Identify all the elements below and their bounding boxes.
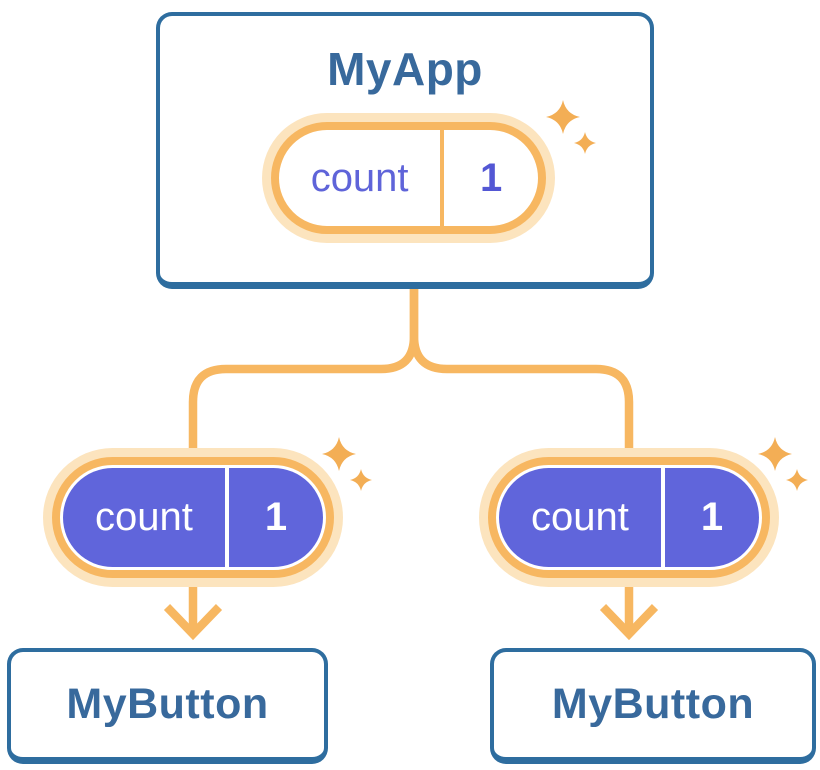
branch-line-left [188, 280, 419, 470]
arrow-down-icon [599, 604, 659, 641]
branch-line-right [409, 280, 634, 470]
pill-divider [224, 468, 229, 567]
component-title: MyButton [551, 680, 755, 728]
state-name: count [531, 495, 629, 539]
arrow-down-icon [163, 604, 223, 641]
component-card-mybutton-right: MyButton [490, 648, 816, 764]
state-value: 1 [480, 155, 503, 200]
state-pill-root: count 1 [262, 100, 596, 243]
state-name: count [310, 155, 409, 200]
state-pill-left: count 1 [43, 437, 372, 587]
state-name: count [95, 495, 193, 539]
pill-divider [660, 468, 665, 567]
component-card-mybutton-left: MyButton [7, 648, 328, 764]
component-title: MyButton [66, 680, 269, 728]
pill-divider [440, 130, 445, 226]
state-value: 1 [264, 495, 288, 539]
component-title: MyApp [327, 43, 483, 95]
state-value: 1 [700, 495, 724, 539]
state-pill-right: count 1 [479, 437, 808, 587]
